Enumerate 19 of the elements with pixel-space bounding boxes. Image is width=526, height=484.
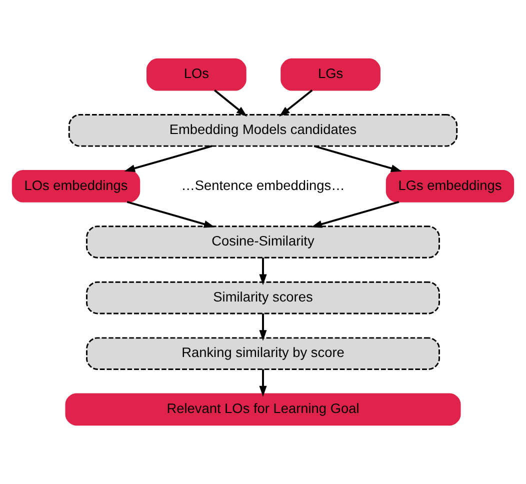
node-box: Cosine-Similarity xyxy=(86,226,440,258)
node-box: Ranking similarity by score xyxy=(86,337,440,370)
arrow xyxy=(259,258,267,286)
node-box: LOs xyxy=(146,58,246,91)
node-box: Embedding Models candidates xyxy=(68,114,458,147)
arrow xyxy=(124,145,212,172)
label: …Sentence embeddings… xyxy=(181,178,345,193)
node-box: Relevant LOs for Learning Goal xyxy=(65,393,461,426)
arrow xyxy=(279,90,313,117)
arrow xyxy=(259,314,267,341)
arrow xyxy=(259,369,267,397)
node-box: LOs embeddings xyxy=(12,170,140,202)
arrow xyxy=(214,90,248,117)
arrow xyxy=(126,200,215,228)
node-box: LGs xyxy=(280,58,380,91)
arrow xyxy=(311,200,400,228)
node-box: Similarity scores xyxy=(86,281,440,314)
arrow xyxy=(314,145,402,172)
node-box: LGs embeddings xyxy=(386,170,514,202)
